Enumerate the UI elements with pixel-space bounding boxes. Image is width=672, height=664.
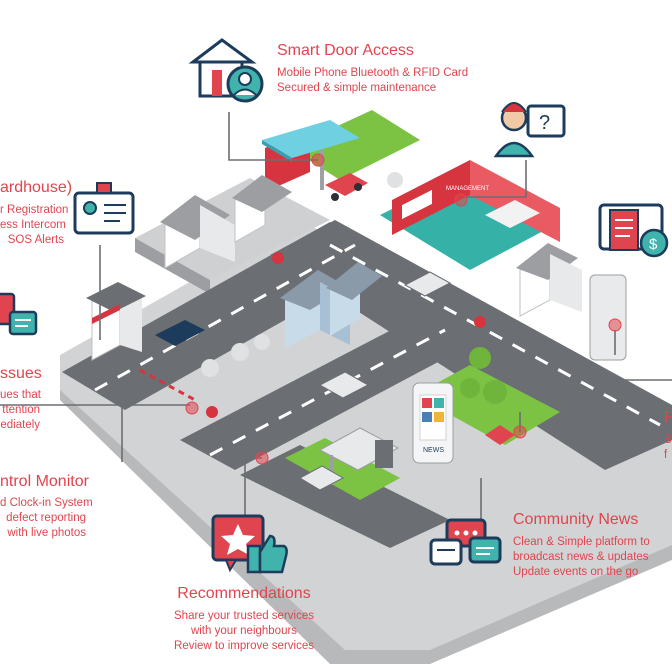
issues-title: ssues <box>0 365 42 382</box>
payment-line-1: S <box>664 434 672 446</box>
chat-bubbles-icon <box>0 292 38 336</box>
news-feature: Community News Clean & Simple platform t… <box>513 510 650 580</box>
recommend-title: Recommendations <box>177 585 311 602</box>
id-card-icon <box>73 182 135 235</box>
issues-line-1: ues that <box>0 389 41 401</box>
door-feature: Smart Door Access Mobile Phone Bluetooth… <box>277 41 468 96</box>
door-line-2: Secured & simple maintenance <box>277 82 437 94</box>
star-thumbs-up-icon <box>211 514 288 574</box>
house-user-icon <box>188 38 264 103</box>
payment-title: F <box>664 409 672 426</box>
guard-line-2: ess Intercom <box>0 219 66 231</box>
phone-news-sign: NEWS <box>423 447 444 454</box>
door-title: Smart Door Access <box>277 42 414 59</box>
station-lawn <box>285 438 400 500</box>
news-chat-icon <box>429 518 502 566</box>
svg-text:?: ? <box>539 112 550 134</box>
bus-shelter <box>318 427 400 485</box>
payment-line-2: f <box>664 449 668 461</box>
payment-feature: F S f <box>664 408 672 463</box>
svg-text:$: $ <box>649 236 658 253</box>
vehicles <box>155 252 486 491</box>
recommend-line-3: Review to improve services <box>174 640 314 652</box>
news-line-2: broadcast news & updates <box>513 551 649 563</box>
patrol-line-3: with live photos <box>7 527 86 539</box>
house-right <box>516 243 627 361</box>
patrol-title: ntrol Monitor <box>0 473 89 490</box>
hotspots <box>185 153 622 465</box>
guard-line-3: SOS Alerts <box>7 234 64 246</box>
recommend-line-2: with your neighbours <box>190 625 298 637</box>
management-office: MANAGEMENT <box>392 160 560 242</box>
issues-line-3: ediately <box>0 419 40 431</box>
recommend-feature: Recommendations Share your trusted servi… <box>150 584 338 654</box>
houses-left <box>160 175 292 269</box>
office-sign: MANAGEMENT <box>446 186 489 192</box>
door-line-1: Mobile Phone Bluetooth & RFID Card <box>277 67 469 79</box>
news-line-3: Update events on the go <box>513 566 639 578</box>
patrol-feature: ntrol Monitor d Clock-in System defect r… <box>0 472 93 541</box>
invoice-dollar-icon: $ <box>598 203 669 258</box>
guard-line-1: r Registration <box>0 204 69 216</box>
news-line-1: Clean & Simple platform to <box>513 536 650 548</box>
issues-feature: ssues ues that ttention ediately <box>0 364 42 433</box>
patrol-line-2: defect reporting <box>6 512 86 524</box>
houses-center <box>280 262 382 348</box>
patrol-line-1: d Clock-in System <box>0 497 93 509</box>
issues-line-2: ttention <box>2 404 40 416</box>
park-trees <box>201 172 515 445</box>
guard-title: ardhouse) <box>0 179 73 196</box>
roads <box>62 220 672 548</box>
guardhouse-booth <box>86 282 196 402</box>
news-phone: NEWS <box>412 382 454 464</box>
news-title: Community News <box>513 511 639 528</box>
guard-feature: ardhouse) r Registration ess Intercom SO… <box>0 178 73 248</box>
customer-support-icon: ? <box>493 102 566 158</box>
recommend-line-1: Share your trusted services <box>174 610 314 622</box>
